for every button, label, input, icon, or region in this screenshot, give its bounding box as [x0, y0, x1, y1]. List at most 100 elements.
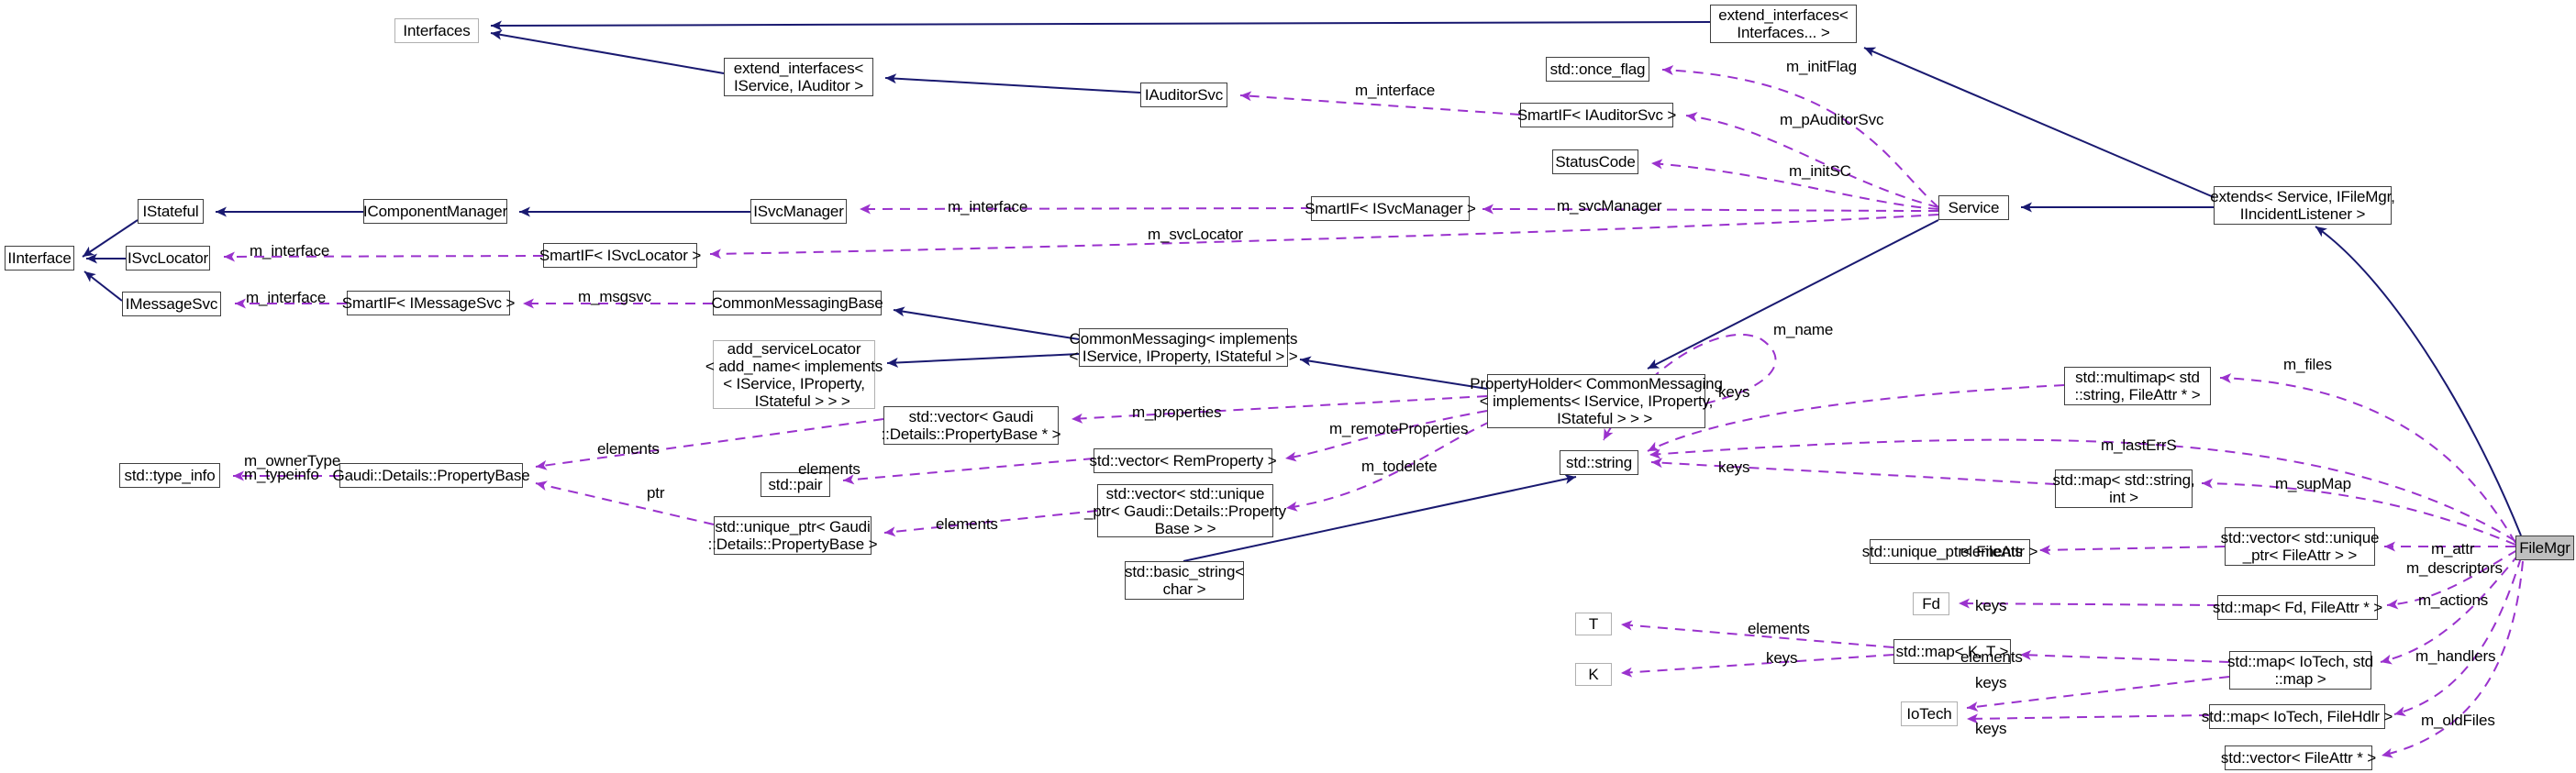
edge-label-l_m_svcLocator: m_svcLocator: [1148, 226, 1244, 243]
class-node-label: std::vector< FileAttr * >: [2220, 749, 2377, 767]
class-node-interfaces[interactable]: Interfaces: [394, 18, 479, 43]
class-node-map_fd_fileattr[interactable]: std::map< Fd, FileAttr * >: [2213, 595, 2382, 620]
edge-label-l_m_initFlag: m_initFlag: [1786, 58, 1857, 75]
edge-label-l_m_msgsvc: m_msgsvc: [578, 288, 652, 305]
class-node-unique_ptr_fileattr[interactable]: std::unique_ptr< FileAttr >: [1862, 539, 2037, 564]
edge-label-l_elements_uniq: elements: [936, 515, 998, 533]
class-node-map_iotech_map[interactable]: std::map< IoTech, std ::map >: [2227, 651, 2373, 690]
class-node-service[interactable]: Service: [1938, 195, 2009, 220]
class-node-unique_ptr_propbase[interactable]: std::unique_ptr< Gaudi ::Details::Proper…: [708, 516, 878, 555]
class-node-vector_remproperty[interactable]: std::vector< RemProperty >: [1090, 448, 1277, 473]
class-node-label: std::once_flag: [1549, 61, 1646, 78]
class-node-label: Fd: [1922, 595, 1940, 613]
class-node-label: std::string: [1565, 454, 1633, 471]
class-node-map_string_int[interactable]: std::map< std::string, int >: [2053, 469, 2195, 508]
edge-label-l_keys_1: keys: [1718, 383, 1750, 401]
class-node-istateful[interactable]: IStateful: [138, 199, 204, 224]
class-node-std_string[interactable]: std::string: [1560, 450, 1638, 475]
edge-label-l_m_supMap: m_supMap: [2275, 475, 2351, 492]
class-node-vector_fileattr_ptr[interactable]: std::vector< FileAttr * >: [2221, 745, 2376, 770]
edge-label-l_m_oldFiles: m_oldFiles: [2421, 712, 2495, 729]
edge-label-l_elements_right1: elements: [1960, 543, 2023, 560]
class-node-filemgr[interactable]: FileMgr: [2515, 536, 2574, 560]
class-node-label: K: [1588, 666, 1599, 683]
class-node-label: FileMgr: [2519, 539, 2570, 557]
edge-label-l_m_ownerType: m_ownerType: [244, 452, 341, 469]
class-node-label: std::unique_ptr< Gaudi ::Details::Proper…: [707, 518, 878, 553]
class-node-label: IComponentManager: [362, 203, 508, 220]
class-node-fd[interactable]: Fd: [1913, 592, 1949, 615]
class-node-label: std::map< Fd, FileAttr * >: [2212, 599, 2383, 616]
class-node-label: std::vector< std::unique _ptr< Gaudi::De…: [1084, 484, 1286, 537]
class-node-label: SmartIF< ISvcLocator >: [539, 247, 702, 264]
edge-label-l_m_descriptors: m_descriptors: [2406, 559, 2503, 577]
class-node-label: ISvcLocator: [127, 249, 209, 267]
class-node-label: std::vector< RemProperty >: [1089, 452, 1277, 469]
class-node-label: CommonMessagingBase: [711, 294, 883, 312]
class-node-extend_interfaces_pack[interactable]: extend_interfaces< Interfaces... >: [1710, 5, 1857, 43]
class-node-label: std::basic_string< char >: [1124, 563, 1245, 598]
class-node-iotech[interactable]: IoTech: [1901, 701, 1958, 726]
class-node-t_param[interactable]: T: [1575, 613, 1612, 635]
edge-label-l_m_svcManager: m_svcManager: [1557, 197, 1662, 215]
class-node-iinterface[interactable]: IInterface: [5, 246, 74, 271]
class-node-vector_unique_fileattr[interactable]: std::vector< std::unique _ptr< FileAttr …: [2221, 527, 2379, 566]
class-node-k_param[interactable]: K: [1575, 663, 1612, 686]
class-node-label: IStateful: [142, 203, 199, 220]
edge-label-l_m_name: m_name: [1773, 321, 1834, 338]
class-node-add_servicelocator[interactable]: add_serviceLocator < add_name< implement…: [705, 340, 883, 410]
class-node-label: T: [1588, 615, 1599, 633]
class-node-gaudi_propertybase[interactable]: Gaudi::Details::PropertyBase: [333, 463, 530, 488]
class-node-commonmessagingbase[interactable]: CommonMessagingBase: [711, 291, 883, 315]
class-node-smartif_iauditorsvc[interactable]: SmartIF< IAuditorSvc >: [1516, 103, 1677, 127]
class-node-label: std::unique_ptr< FileAttr >: [1861, 543, 2038, 560]
class-node-vector_gaudi_propbase_ptr[interactable]: std::vector< Gaudi ::Details::PropertyBa…: [881, 406, 1061, 445]
edge-label-l_m_interface_aud: m_interface: [1355, 82, 1436, 99]
class-node-map_iotech_filehdlr[interactable]: std::map< IoTech, FileHdlr >: [2202, 704, 2393, 729]
class-node-label: std::vector< Gaudi ::Details::PropertyBa…: [881, 408, 1061, 443]
class-node-map_k_t[interactable]: std::map< K, T >: [1893, 639, 2011, 664]
class-node-smartif_isvcmanager[interactable]: SmartIF< ISvcManager >: [1305, 196, 1476, 221]
class-node-label: add_serviceLocator < add_name< implement…: [705, 339, 883, 410]
class-node-label: SmartIF< ISvcManager >: [1305, 200, 1476, 217]
class-node-commonmessaging_impl[interactable]: CommonMessaging< implements < IService, …: [1070, 328, 1298, 367]
class-node-multimap_string_fileattr[interactable]: std::multimap< std ::string, FileAttr * …: [2064, 367, 2211, 405]
edge-label-l_elements_right2: elements: [1960, 648, 2023, 666]
class-node-isvcmanager[interactable]: ISvcManager: [750, 199, 847, 224]
class-node-propertyholder[interactable]: PropertyHolder< CommonMessaging < implem…: [1470, 374, 1723, 428]
class-node-extend_interfaces_isvc[interactable]: extend_interfaces< IService, IAuditor >: [724, 58, 873, 96]
edge-label-l_elements_propbase: elements: [597, 440, 660, 458]
class-node-label: IInterface: [7, 249, 72, 267]
edge-label-l_m_interface_svcm: m_interface: [948, 198, 1028, 215]
class-node-isvclocator[interactable]: ISvcLocator: [126, 246, 210, 271]
class-node-std_pair[interactable]: std::pair: [761, 472, 830, 497]
class-node-label: std::map< K, T >: [1895, 643, 2009, 660]
edge-label-l_elements_pair: elements: [798, 460, 861, 478]
class-node-icomponentmanager[interactable]: IComponentManager: [363, 199, 507, 224]
edge-label-l_m_pAuditorSvc: m_pAuditorSvc: [1780, 111, 1884, 128]
class-node-label: extend_interfaces< Interfaces... >: [1718, 6, 1849, 41]
class-node-smartif_isvclocator[interactable]: SmartIF< ISvcLocator >: [539, 243, 701, 268]
class-node-imessagesvc[interactable]: IMessageSvc: [122, 292, 221, 316]
class-node-basic_string_char[interactable]: std::basic_string< char >: [1125, 561, 1244, 600]
edge-label-l_keys_kt: keys: [1766, 649, 1798, 667]
class-node-label: IAuditorSvc: [1144, 86, 1224, 104]
class-node-once_flag[interactable]: std::once_flag: [1546, 57, 1649, 82]
class-node-smartif_imessagesvc[interactable]: SmartIF< IMessageSvc >: [342, 291, 515, 315]
class-node-vector_unique_propbase[interactable]: std::vector< std::unique _ptr< Gaudi::De…: [1084, 484, 1286, 537]
class-node-label: std::map< IoTech, std ::map >: [2227, 653, 2373, 688]
class-node-label: SmartIF< IAuditorSvc >: [1516, 106, 1677, 124]
class-node-label: std::multimap< std ::string, FileAttr * …: [2074, 369, 2201, 403]
edge-label-l_m_interface_loc: m_interface: [250, 242, 330, 260]
class-node-iauditorsvc[interactable]: IAuditorSvc: [1140, 83, 1227, 107]
class-node-type_info[interactable]: std::type_info: [119, 463, 220, 488]
class-node-statuscode[interactable]: StatusCode: [1552, 149, 1638, 174]
class-node-label: Interfaces: [403, 22, 471, 39]
edge-label-l_ptr: ptr: [647, 484, 665, 502]
edge-label-l_keys_2: keys: [1718, 458, 1750, 476]
class-node-label: extend_interfaces< IService, IAuditor >: [733, 60, 864, 94]
edge-label-l_m_typeinfo: m_typeinfo: [244, 466, 319, 483]
usage-edges: [223, 65, 2524, 758]
class-node-label: std::pair: [768, 476, 823, 493]
class-node-extends_service[interactable]: extends< Service, IFileMgr, IIncidentLis…: [2210, 186, 2395, 225]
